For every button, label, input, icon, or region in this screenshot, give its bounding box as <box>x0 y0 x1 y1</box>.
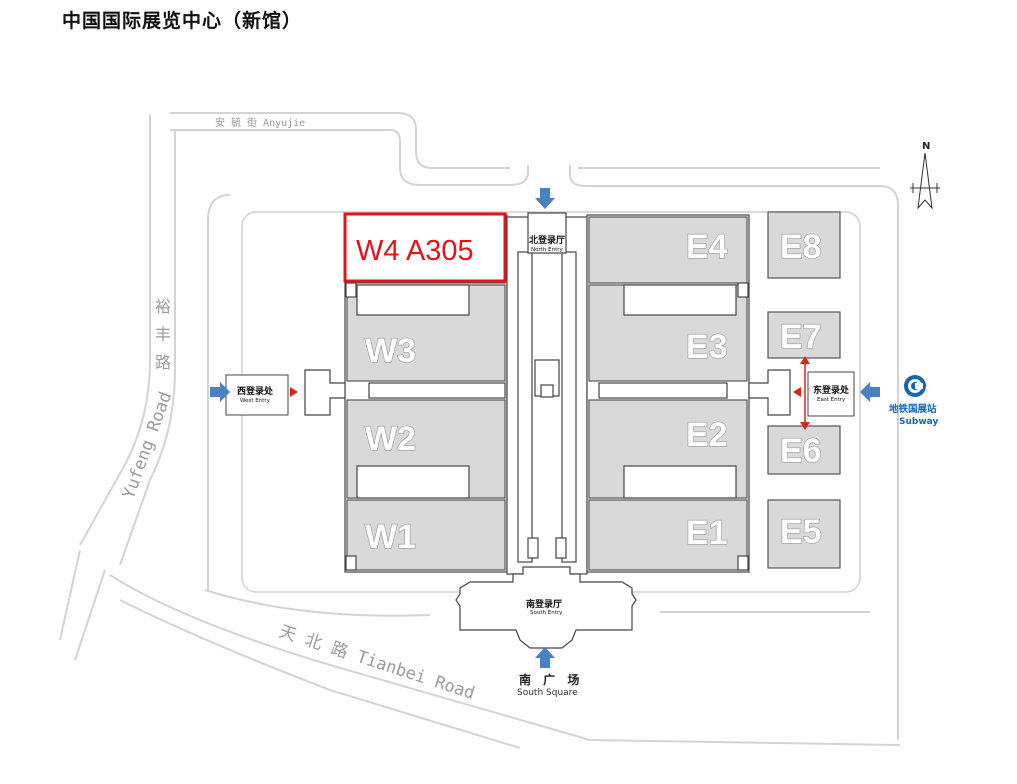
west-entry-box <box>225 374 289 416</box>
east-arrow-icon <box>860 382 880 402</box>
east-halls <box>586 211 841 573</box>
south-square-label-en: South Square <box>517 688 578 698</box>
south-square-label-cn: 南 广 场 <box>519 672 583 687</box>
hall-w1 <box>346 499 506 571</box>
road-lines <box>59 112 901 749</box>
south-arrow-icon <box>535 647 555 668</box>
hall-label-e4: E4 <box>686 228 728 266</box>
hall-e7 <box>767 311 841 359</box>
north-arrow-icon <box>535 188 555 209</box>
compass-label: N <box>922 141 930 152</box>
hall-label-w1: W1 <box>365 518 416 556</box>
south-entry-label-cn: 南登录厅 <box>526 598 562 610</box>
subway-label-en: Subway <box>899 417 938 427</box>
east-up-arrow-icon <box>800 356 810 364</box>
hall-label-w3: W3 <box>365 332 416 370</box>
subway-label-cn: 地铁国展站 <box>889 403 937 415</box>
east-entry-label-en: East Entry <box>817 397 846 403</box>
hall-e8 <box>767 211 841 279</box>
south-entry-label-en: South Entry <box>530 610 563 616</box>
booth-label: W4 A305 <box>356 235 474 267</box>
hall-e4 <box>588 216 748 284</box>
north-entry-label-cn: 北登录厅 <box>529 234 565 246</box>
hall-label-w2: W2 <box>365 420 416 458</box>
hall-label-e2: E2 <box>686 416 728 454</box>
hall-e6 <box>767 425 841 475</box>
west-door-arrow-icon <box>290 387 298 397</box>
east-down-arrow-icon <box>800 422 810 430</box>
east-entry-label-cn: 东登录处 <box>813 384 850 396</box>
east-entry-box <box>807 371 855 417</box>
central-corridor <box>455 212 637 649</box>
hall-label-e7: E7 <box>780 318 822 356</box>
road-label-tianbei: 天 北 路 Tianbei Road <box>276 622 477 704</box>
booth-highlight[interactable] <box>343 212 507 283</box>
hall-e5 <box>767 499 841 569</box>
west-entry-label-en: West Entry <box>240 398 271 404</box>
east-door-arrow-icon <box>793 387 801 397</box>
hall-label-e8: E8 <box>780 228 822 266</box>
west-arrow-icon <box>210 382 230 402</box>
hall-label-e1: E1 <box>686 514 728 552</box>
road-label-yufeng-cn-3: 路 <box>155 353 171 372</box>
west-entry-label-cn: 西登录处 <box>237 385 274 397</box>
road-label-yufeng-cn-1: 裕 <box>155 297 171 316</box>
hall-label-e3: E3 <box>686 328 728 366</box>
page-title: 中国国际展览中心（新馆） <box>62 10 303 32</box>
hall-label-e5: E5 <box>780 513 822 551</box>
hall-label-e6: E6 <box>780 432 822 470</box>
north-entry-label-en: North Entry <box>531 247 564 253</box>
subway-icon <box>904 375 926 397</box>
road-label-yufeng-cn-2: 丰 <box>155 325 171 344</box>
hall-e1 <box>588 499 748 571</box>
road-label-anyujie: 安 毓 街 Anyujie <box>215 116 305 129</box>
compass-icon: N <box>910 141 940 210</box>
